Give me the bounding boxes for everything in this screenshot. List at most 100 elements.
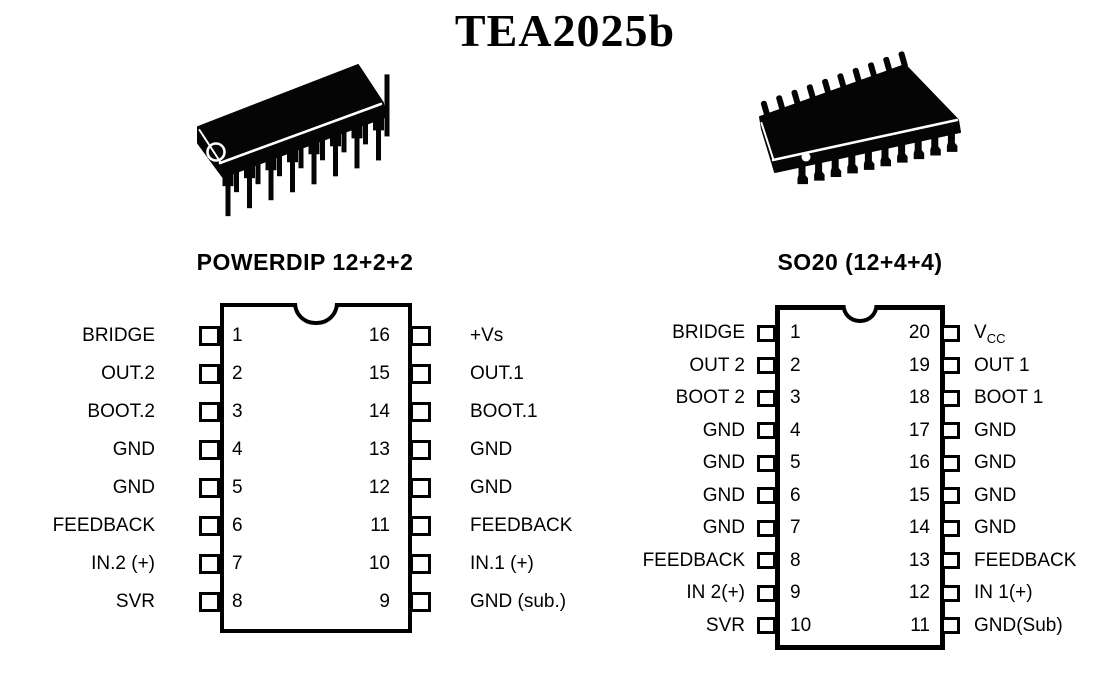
chip-leg (797, 163, 808, 185)
pin-number: 20 (908, 322, 930, 343)
so20-package-label: SO20 (12+4+4) (777, 249, 943, 275)
pin-square (757, 389, 776, 407)
pin-label: GND (sub.) (470, 591, 567, 612)
pin-label: BOOT.1 (470, 401, 538, 422)
pin-label: GND (702, 419, 745, 441)
chip-leg (897, 141, 908, 163)
pin-label: GND (702, 484, 745, 506)
pin-number: 2 (232, 363, 243, 384)
pin-number: 14 (908, 517, 930, 538)
pin-square (199, 478, 220, 498)
pin-square (941, 552, 960, 569)
chip-leg (265, 156, 277, 171)
chip-leg (898, 51, 908, 69)
chip-leg (351, 124, 363, 139)
dip-seam-line (218, 102, 383, 165)
pin-number: 2 (790, 354, 801, 376)
pin-label: GND (112, 439, 155, 460)
pin1-notch (293, 303, 339, 325)
pin-number: 9 (379, 591, 390, 612)
pin-square (199, 364, 220, 384)
page-title: TEA2025b (454, 5, 676, 56)
pin-label: GND (470, 439, 513, 460)
pin-number: 14 (368, 401, 390, 422)
pin-square (410, 554, 431, 574)
pin-label: FEEDBACK (974, 549, 1077, 571)
pin-number: 16 (368, 325, 390, 346)
pin-number: 12 (908, 582, 930, 603)
ic-body-outline (775, 305, 945, 650)
pin-number: 15 (908, 484, 930, 506)
pin-square (757, 324, 776, 342)
chip-leg (308, 140, 320, 155)
pin-number: 11 (370, 515, 390, 536)
pin-square (757, 454, 776, 472)
chip-leg (290, 161, 295, 193)
ic-body-outline (220, 303, 412, 633)
pin-number: 12 (368, 477, 390, 498)
pin-number: 15 (368, 363, 390, 384)
chip-leg (268, 169, 274, 201)
pin-square (757, 519, 776, 537)
chip-leg (333, 145, 338, 177)
pin-label: GND (470, 477, 513, 498)
pin-number: 6 (232, 515, 243, 536)
pin-square (199, 326, 220, 346)
pin-label: FEEDBACK (52, 515, 155, 536)
pin-square (199, 516, 220, 536)
pin-label: OUT 1 (974, 354, 1030, 376)
pin-square (941, 357, 960, 374)
pin-number: 1 (232, 325, 243, 346)
pin-number: 6 (790, 484, 801, 506)
chip-leg (913, 138, 925, 160)
pin-number: 10 (368, 553, 390, 574)
pin-number: 3 (232, 401, 243, 422)
pin-label: GND (974, 419, 1017, 441)
chip-leg (830, 155, 842, 177)
pin-label-subscript: CC (986, 330, 1006, 346)
chip-leg (847, 152, 858, 174)
chip-leg (244, 164, 255, 179)
powerdip-package-label: POWERDIP 12+2+2 (196, 249, 414, 275)
chip-leg (287, 148, 298, 163)
pin-label: SVR (705, 614, 745, 636)
pin-square (410, 592, 431, 612)
chip-leg (880, 145, 891, 167)
pin-square (410, 326, 431, 346)
so20-package-3d-illustration (759, 51, 961, 185)
pin-label: BOOT.2 (87, 401, 155, 422)
pin-label: IN 1(+) (974, 582, 1033, 603)
chip-leg (330, 132, 341, 147)
pin-square (941, 584, 960, 602)
pin-square (757, 584, 776, 602)
chip-leg (376, 129, 381, 161)
pin-square (941, 519, 960, 537)
pin-square (410, 516, 431, 536)
chip-leg (863, 148, 875, 170)
pin-number: 7 (232, 553, 243, 574)
pin-number: 3 (790, 387, 801, 408)
pin-label: +Vs (470, 325, 504, 346)
pin-number: 4 (232, 439, 243, 460)
pin-square (757, 617, 776, 634)
pin-square (941, 324, 960, 342)
pin-label: OUT 2 (689, 354, 745, 376)
pin-square (199, 592, 220, 612)
pin-square (410, 364, 431, 384)
chip-leg (311, 153, 317, 185)
chip-leg (946, 130, 958, 152)
pin-number: 8 (232, 591, 243, 612)
pin-square (199, 440, 220, 460)
pin-label: BRIDGE (82, 325, 155, 346)
chip-leg (247, 177, 252, 209)
pin-number: 4 (790, 419, 801, 441)
pin-square (941, 422, 960, 439)
pin-label: BOOT 2 (675, 387, 745, 408)
pin-square (941, 454, 960, 472)
pin-label: GND (974, 452, 1017, 473)
pin-label: OUT.1 (470, 363, 524, 384)
pin-label: FEEDBACK (470, 515, 573, 536)
